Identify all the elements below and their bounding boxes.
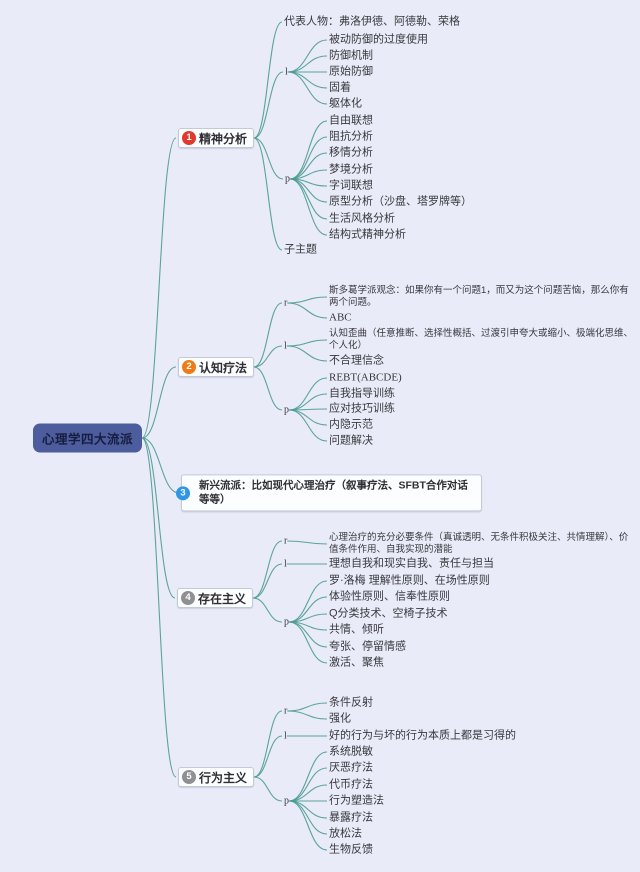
leaf-topic[interactable]: 不合理信念 (329, 354, 384, 367)
branch-title: 行为主义 (199, 770, 248, 785)
branch-number-badge: 2 (182, 360, 196, 374)
relation-label-r[interactable]: r (284, 297, 288, 309)
leaf-topic[interactable]: 生活风格分析 (329, 212, 395, 225)
relation-label-p[interactable]: p (284, 616, 289, 628)
leaf-stoic-idea[interactable]: 斯多葛学派观念：如果你有一个问题1，而又为这个问题苦恼，那么你有两个问题。 (329, 285, 629, 308)
branch-title: 认知疗法 (199, 360, 248, 375)
branch-behaviorism[interactable]: 5 行为主义 (178, 767, 255, 787)
branch-text: 新兴流派：比如现代心理治疗（叙事疗法、SFBT合作对话等等） (199, 479, 468, 505)
leaf-topic[interactable]: 代币疗法 (329, 778, 373, 791)
relation-label-p[interactable]: p (284, 795, 289, 807)
leaf-cognitive-distortion[interactable]: 认知歪曲（任意推断、选择性概括、过渡引申夸大或缩小、极端化思维、个人化） (329, 328, 634, 351)
leaf-topic[interactable]: 字词联想 (329, 179, 373, 192)
leaf-topic[interactable]: 条件反射 (329, 696, 373, 709)
branch-cognitive-therapy[interactable]: 2 认知疗法 (178, 357, 255, 377)
leaf-topic[interactable]: 阻抗分析 (329, 130, 373, 143)
relation-label-p[interactable]: p (285, 173, 290, 185)
branch-emerging-schools[interactable]: 3 新兴流派：比如现代心理治疗（叙事疗法、SFBT合作对话等等） (176, 474, 482, 512)
leaf-topic[interactable]: 躯体化 (329, 97, 362, 110)
root-topic[interactable]: 心理学四大流派 (33, 423, 143, 453)
leaf-topic[interactable]: 暴露疗法 (329, 811, 373, 824)
leaf-topic[interactable]: 自我指导训练 (329, 387, 395, 400)
branch-existentialism[interactable]: 4 存在主义 (177, 588, 254, 608)
relation-label-p[interactable]: p (284, 404, 289, 416)
leaf-topic[interactable]: 原始防御 (329, 65, 373, 78)
leaf-topic[interactable]: 系统脱敏 (329, 745, 373, 758)
branch-title: 存在主义 (198, 591, 247, 606)
leaf-topic[interactable]: 好的行为与坏的行为本质上都是习得的 (329, 729, 516, 742)
leaf-topic[interactable]: 理想自我和现实自我、责任与担当 (329, 557, 494, 570)
relation-label-r[interactable]: r (284, 705, 288, 717)
leaf-topic[interactable]: 行为塑造法 (329, 794, 384, 807)
leaf-topic[interactable]: 原型分析（沙盘、塔罗牌等） (329, 195, 472, 208)
leaf-topic[interactable]: 生物反馈 (329, 843, 373, 856)
branch-number-badge: 5 (182, 770, 196, 784)
leaf-topic[interactable]: 体验性原则、信奉性原则 (329, 590, 450, 603)
branch-number-badge: 1 (182, 131, 196, 145)
leaf-representatives[interactable]: 代表人物：弗洛伊德、阿德勒、荣格 (284, 15, 460, 28)
leaf-topic[interactable]: 被动防御的过度使用 (329, 33, 428, 46)
leaf-subtopic[interactable]: 子主题 (284, 243, 317, 256)
leaf-topic[interactable]: 自由联想 (329, 114, 373, 127)
leaf-topic[interactable]: 激活、聚焦 (329, 656, 384, 669)
leaf-topic[interactable]: Q分类技术、空椅子技术 (329, 607, 448, 620)
branch-number-badge: 4 (181, 591, 195, 605)
branch-number-badge: 3 (176, 486, 190, 500)
leaf-topic[interactable]: 共情、倾听 (329, 623, 384, 636)
leaf-topic[interactable]: 内隐示范 (329, 418, 373, 431)
relation-label-l[interactable]: l (284, 730, 287, 742)
leaf-rebt[interactable]: REBT(ABCDE) (329, 371, 402, 384)
leaf-topic[interactable]: 强化 (329, 712, 351, 725)
leaf-topic[interactable]: 夸张、停留情感 (329, 640, 406, 653)
connector-group (141, 21, 328, 851)
leaf-topic[interactable]: 防御机制 (329, 49, 373, 62)
leaf-topic[interactable]: 应对技巧训练 (329, 402, 395, 415)
leaf-therapy-conditions[interactable]: 心理治疗的充分必要条件（真诚透明、无条件积极关注、共情理解）、价值条件作用、自我… (329, 532, 629, 555)
relation-label-l[interactable]: l (284, 340, 287, 352)
relation-label-l[interactable]: l (285, 66, 288, 78)
branch-title: 精神分析 (199, 131, 248, 146)
leaf-topic[interactable]: 放松法 (329, 827, 362, 840)
leaf-topic[interactable]: 问题解决 (329, 434, 373, 447)
relation-label-l[interactable]: l (284, 558, 287, 570)
leaf-topic[interactable]: 固着 (329, 81, 351, 94)
leaf-topic[interactable]: 厌恶疗法 (329, 761, 373, 774)
leaf-topic[interactable]: 梦境分析 (329, 163, 373, 176)
branch-psychoanalysis[interactable]: 1 精神分析 (178, 128, 255, 148)
leaf-topic[interactable]: 结构式精神分析 (329, 228, 406, 241)
leaf-topic[interactable]: 移情分析 (329, 146, 373, 159)
leaf-abc[interactable]: ABC (329, 311, 352, 324)
leaf-topic[interactable]: 罗·洛梅 理解性原则、在场性原则 (329, 574, 490, 587)
relation-label-r[interactable]: r (284, 535, 288, 547)
